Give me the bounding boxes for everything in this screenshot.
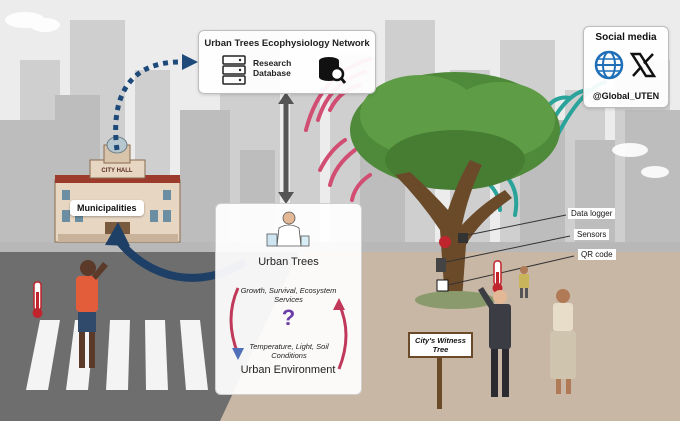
building-sign: CITY HALL [101,168,133,174]
question-icon: ? [281,305,296,330]
sensors-label: Sensors [574,229,610,240]
sign-post [437,354,442,409]
globe-icon[interactable] [593,49,625,81]
urban-environment-subtitle: Temperature, Light, Soil Conditions [249,342,329,360]
arrow-down-icon [278,192,294,204]
person-child [519,266,529,298]
arrowhead-icon [182,54,198,70]
database-search-icon [319,57,347,84]
witness-tree-sign: City's Witness Tree [408,332,473,358]
scientist-icon [266,211,310,247]
urban-trees-title: Urban Trees [258,256,319,268]
arrow-up-icon [278,92,294,104]
network-title: Urban Trees Ecophysiology Network [204,38,370,49]
network-panel: Urban Trees Ecophysiology Network Resear… [198,30,376,94]
database-label: Research Database [253,58,292,78]
municipalities-label: Municipalities [70,200,144,216]
x-logo-icon[interactable] [629,51,657,79]
qr-code-icon [436,279,449,292]
social-title: Social media [595,32,657,43]
server-icon [222,55,246,85]
tag-leader-lines [445,214,575,286]
sensor-device [436,258,446,272]
ladybug-sensor-icon [439,236,451,248]
trees-environment-panel: Urban Trees Growth, Survival, Ecosystem … [215,203,362,395]
tree [350,72,560,309]
data-logger-device [458,233,468,243]
urban-environment-title: Urban Environment [240,364,336,376]
person-woman [550,289,576,394]
thermometer-icon-left [32,281,43,318]
person-pointing [478,287,511,397]
urban-trees-subtitle: Growth, Survival, Ecosystem Services [240,286,337,304]
data-logger-label: Data logger [568,208,616,219]
social-handle[interactable]: @Global_UTEN [592,91,660,101]
dotted-arrow-to-network [113,59,186,151]
thermometer-icon-right [492,260,503,293]
person-hot-pedestrian [76,260,108,368]
crosswalk [26,320,208,390]
cycle-arrows [229,287,348,370]
clouds [5,12,669,178]
qr-code-label: QR code [578,249,616,260]
curved-arrowhead-icon [105,222,130,246]
social-media-panel: Social media @Global_UTEN [583,26,669,108]
